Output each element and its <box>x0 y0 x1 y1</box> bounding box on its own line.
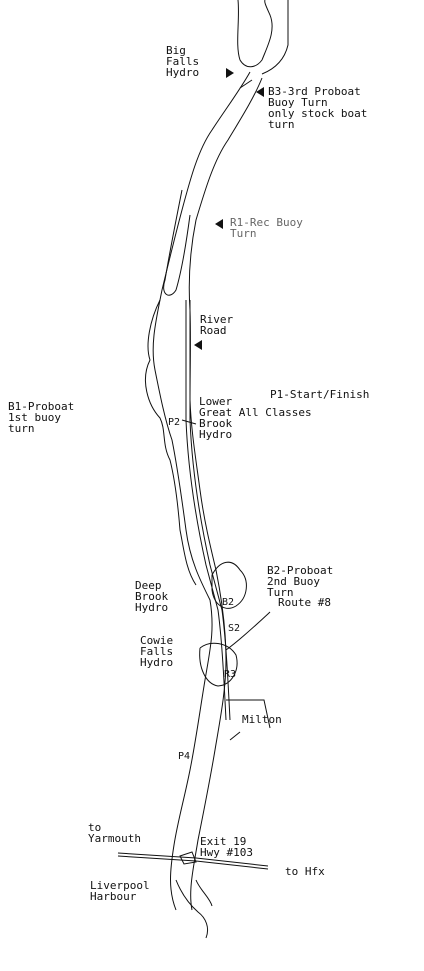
b2-proboat-label: B2-Proboat 2nd Buoy Turn <box>267 564 334 599</box>
s2-point-label: S2 <box>228 623 241 634</box>
highway-103 <box>117 852 269 867</box>
river-east-bank <box>188 77 263 911</box>
to-yarmouth-label: to Yarmouth <box>88 821 141 845</box>
route-8-label: Route #8 <box>278 596 331 609</box>
p2-point-label: P2 <box>168 417 181 428</box>
to-hfx-label: to Hfx <box>285 865 325 878</box>
route-8-b <box>189 300 231 721</box>
deep-brook-lake <box>211 561 247 609</box>
river-west-bank <box>152 71 251 911</box>
exit-19-mark <box>179 851 197 865</box>
dam-mark-b3 <box>239 79 253 89</box>
lake-shore-right <box>261 0 289 75</box>
big-falls-marker-icon <box>226 68 234 78</box>
west-marsh <box>144 299 197 586</box>
harbour-shore-b <box>195 879 213 907</box>
route-8 <box>185 300 227 721</box>
river-road-label: River Road <box>200 313 234 337</box>
tributary <box>225 611 271 651</box>
deep-brook-hydro-label: Deep Brook Hydro <box>135 579 169 614</box>
p1-start-finish-label: P1-Start/Finish <box>270 388 370 401</box>
side-road <box>229 731 241 741</box>
p4-point-label: P4 <box>178 751 191 762</box>
b3-buoy-turn-label: B3-3rd Proboat Buoy Turn only stock boat… <box>268 85 368 131</box>
b2-point-label: B2 <box>222 597 235 608</box>
r1-rec-buoy-label: R1-Rec Buoy Turn <box>230 216 303 240</box>
lake-shore-top <box>237 0 273 68</box>
west-island <box>163 189 191 296</box>
r3-point-label: R3 <box>224 669 237 680</box>
river-road-marker-icon <box>194 340 202 350</box>
cowie-falls-hydro-label: Cowie Falls Hydro <box>140 634 174 669</box>
cowie-pond <box>199 642 238 687</box>
milton-label: Milton <box>242 713 282 726</box>
exit-19-hwy-103-label: Exit 19 Hwy #103 <box>200 835 253 859</box>
milton-road <box>226 699 271 729</box>
r1-marker-icon <box>215 219 223 229</box>
big-falls-hydro-label: Big Falls Hydro <box>166 44 200 79</box>
lower-great-brook-label: Lower Great All Classes Brook Hydro <box>199 395 312 441</box>
b3-marker-icon <box>256 87 264 97</box>
b1-proboat-label: B1-Proboat 1st buoy turn <box>8 400 75 435</box>
liverpool-harbour-label: Liverpool Harbour <box>90 879 150 903</box>
dam-mark-lower <box>181 419 197 425</box>
harbour-shore <box>175 879 209 939</box>
